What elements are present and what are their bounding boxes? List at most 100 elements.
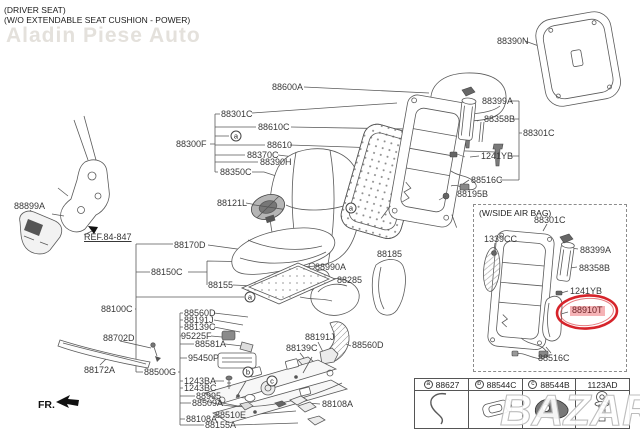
callout-a: a (345, 202, 357, 214)
part-label-88399A: 88399A (580, 245, 612, 255)
part-label-88121L: 88121L (217, 198, 248, 208)
part-label-88301C: 88301C (523, 128, 555, 138)
part-label-88150C: 88150C (151, 267, 183, 277)
part-label-88399A: 88399A (482, 96, 514, 106)
cushion-drawing (231, 227, 336, 275)
part-label-88301C: 88301C (221, 109, 253, 119)
ref-table-part-number: 88544B (540, 379, 570, 390)
part-label-88610: 88610 (267, 140, 293, 150)
ref-leader-arrowhead (88, 226, 98, 234)
back-panel-drawing (535, 11, 621, 107)
part-label-88516C: 88516C (471, 175, 503, 185)
part-label-1339CC: 1339CC (484, 234, 518, 244)
part-label-88139C: 88139C (184, 322, 216, 332)
part-label-88358B: 88358B (484, 114, 516, 124)
ref-table-body-88544B (523, 391, 576, 428)
part-label-1243BA: 1243BA (184, 376, 217, 386)
part-label-88581A: 88581A (195, 339, 227, 349)
part-label-REF.84-847: REF.84-847 (84, 232, 132, 242)
airbag-frame-drawing (483, 230, 555, 350)
part-label-88370C: 88370C (247, 150, 279, 160)
part-label-88600A: 88600A (272, 82, 304, 92)
ref-table-body-88544C (469, 391, 523, 428)
watermark-top-left: Aladin Piese Auto (6, 24, 201, 47)
part-label-88191J: 88191J (184, 315, 214, 325)
ref-table-part-number: 88544C (486, 379, 517, 390)
part-label-95225F: 95225F (181, 331, 212, 341)
airbag-box: (W/SIDE AIR BAG) (473, 204, 627, 372)
airbag-box-title: (W/SIDE AIR BAG) (479, 208, 552, 218)
trim-pin-drawing (150, 342, 161, 362)
part-label-88390H: 88390H (260, 157, 292, 167)
part-label-88516C: 88516C (538, 353, 570, 363)
cushion-heater-drawing (241, 262, 336, 305)
part-label-88995: 88995 (196, 391, 222, 401)
airbag-inflator-drawing (556, 241, 575, 282)
part-label-88108A: 88108A (322, 399, 354, 409)
part-label-88899A: 88899A (14, 201, 46, 211)
part-label-88100C: 88100C (101, 304, 133, 314)
latch-bracket-drawing (19, 210, 63, 255)
part-label-88170D: 88170D (174, 240, 206, 250)
side-shield-drawing (371, 259, 406, 316)
right-fasteners-drawing (438, 151, 466, 201)
recliner-frame-drawing (51, 115, 110, 233)
seatback-wiring-drawing (450, 170, 477, 191)
part-label-88301C: 88301C (534, 215, 566, 225)
part-label-1243BC: 1243BC (184, 383, 217, 393)
airbag-clip-drawing (559, 233, 574, 244)
ref-table-body-1123AD (576, 391, 629, 428)
part-label-88390N: 88390N (497, 36, 529, 46)
part-label-88185: 88185 (377, 249, 403, 259)
part-label-88560D: 88560D (184, 308, 216, 318)
lumbar-motor-drawing (251, 194, 285, 224)
part-label-88108A: 88108A (186, 414, 218, 424)
callout-c: c (266, 375, 278, 387)
part-label-88139C: 88139C (286, 343, 318, 353)
bolster-clip-drawing (461, 86, 476, 97)
adjuster-parts-drawing (217, 330, 326, 426)
part-label-88172A: 88172A (84, 365, 116, 375)
part-label-1241YB: 1241YB (481, 151, 514, 161)
part-label-88195B: 88195B (457, 189, 489, 199)
ref-table-part-number: 1123AD (587, 379, 618, 390)
part-label-88500G: 88500G (144, 367, 177, 377)
part-label-88702D: 88702D (103, 333, 135, 343)
part-label-88560D: 88560D (352, 340, 384, 350)
ref-table-parts-drawing (430, 391, 610, 425)
callout-c-icon: c (528, 380, 538, 389)
part-label-95450P: 95450P (188, 353, 220, 363)
fr-label: FR. (38, 399, 55, 411)
part-label-88285: 88285 (337, 275, 363, 285)
header-line-1: (DRIVER SEAT) (4, 5, 66, 15)
ref-table-part-number: 88627 (435, 379, 460, 390)
part-label-88358B: 88358B (579, 263, 611, 273)
airbag-bolts-drawing (491, 250, 563, 296)
part-label-88509A: 88509A (192, 398, 224, 408)
callout-b-icon: b (474, 380, 484, 389)
airbag-harness-drawing (511, 337, 549, 359)
part-label-88610C: 88610C (258, 122, 290, 132)
part-label-88510E: 88510E (215, 410, 247, 420)
side-garnish-drawing (57, 339, 151, 369)
header-line-2: (W/O EXTENDABLE SEAT CUSHION - POWER) (4, 15, 191, 25)
callout-a: a (244, 291, 256, 303)
callout-a-icon: a (423, 380, 433, 389)
part-label-88300F: 88300F (176, 139, 207, 149)
part-label-88990A: 88990A (315, 262, 347, 272)
ref-table-body-88627 (415, 391, 469, 428)
callout-b: b (242, 366, 254, 378)
ref-table-header-1123AD: 1123AD (576, 379, 629, 391)
part-label-88155A: 88155A (205, 420, 237, 430)
part-label-88191J: 88191J (305, 332, 335, 342)
fr-arrow-icon (56, 395, 79, 408)
seatback-frame-drawing (380, 94, 472, 228)
callout-a: a (230, 130, 242, 142)
